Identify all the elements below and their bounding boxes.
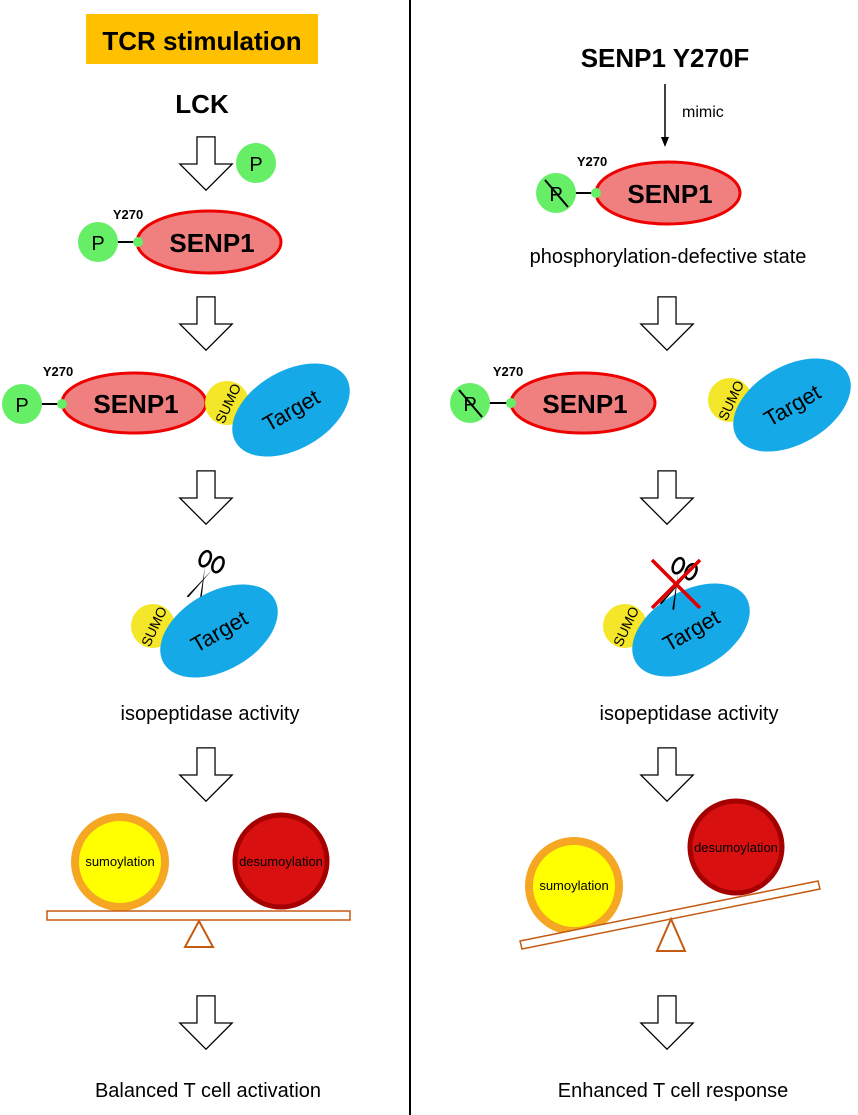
cross-out-icon	[650, 558, 702, 610]
y270-label: Y270	[113, 207, 143, 222]
y270-site	[57, 399, 67, 409]
free-phosphate-label: P	[249, 154, 262, 176]
right-outcome: Enhanced T cell response	[558, 1080, 789, 1102]
phosphate	[2, 384, 42, 424]
down-arrow-4-left	[179, 747, 233, 802]
desumoylation-label: desumoylation	[239, 854, 323, 869]
tcr-header: TCR stimulation	[102, 26, 301, 56]
down-arrow-4-right	[640, 995, 694, 1050]
seesaw-fulcrum	[183, 918, 215, 948]
cross-out-icon	[458, 389, 483, 418]
desumoylation-ring	[232, 812, 330, 910]
activity-label: isopeptidase activity	[121, 703, 300, 725]
y270-label: Y270	[43, 364, 73, 379]
seesaw-fulcrum	[655, 916, 687, 952]
tcr-header-box	[86, 14, 318, 64]
sumoylation-ball	[75, 817, 165, 907]
seesaw-beam	[46, 910, 351, 921]
down-arrow-3-right	[640, 747, 694, 802]
down-arrow-1-right	[640, 296, 694, 351]
target-protein	[232, 363, 350, 457]
target-protein	[160, 584, 278, 678]
y270-site	[591, 188, 601, 198]
mimic-label: mimic	[682, 104, 724, 121]
sumoylation-ball	[529, 841, 619, 931]
y270-site	[506, 398, 516, 408]
senp1-label: SENP1	[627, 179, 712, 209]
target-protein	[632, 583, 750, 677]
target-protein	[733, 358, 851, 452]
desumoylation-label: desumoylation	[694, 840, 778, 855]
activity-label: isopeptidase activity	[600, 703, 779, 725]
down-arrow-2-left	[179, 296, 233, 351]
down-arrow-5-left	[179, 995, 233, 1050]
senp1-label: SENP1	[93, 389, 178, 419]
phosphate-label: P	[91, 233, 104, 255]
desumoylation-ball	[690, 801, 782, 893]
desumoylation-ring	[687, 798, 785, 896]
senp1-label: SENP1	[542, 389, 627, 419]
desumoylation-ball	[235, 815, 327, 907]
sumoylation-label: sumoylation	[85, 854, 154, 869]
left-panel: TCR stimulation LCK P P Y270 SENP1 P Y27…	[2, 14, 351, 1102]
y270-site	[133, 237, 143, 247]
sumoylation-ring	[71, 813, 169, 911]
scissors-icon	[186, 549, 225, 604]
cross-out-icon	[544, 179, 569, 208]
down-arrow-3-left	[179, 470, 233, 525]
phosphate-label: P	[15, 395, 28, 417]
down-arrow-1-left	[179, 136, 233, 191]
seesaw-beam	[519, 880, 821, 950]
y270-label: Y270	[493, 364, 523, 379]
right-panel: SENP1 Y270F mimic P Y270 SENP1 phosphory…	[450, 43, 851, 1102]
phosphate	[78, 222, 118, 262]
sumoylation-label: sumoylation	[539, 878, 608, 893]
mutant-header: SENP1 Y270F	[581, 43, 750, 73]
mimic-arrowhead	[661, 137, 669, 147]
state-label: phosphorylation-defective state	[530, 246, 807, 268]
left-outcome: Balanced T cell activation	[95, 1080, 321, 1102]
y270-label: Y270	[577, 154, 607, 169]
senp1-label: SENP1	[169, 228, 254, 258]
free-phosphate	[236, 143, 276, 183]
down-arrow-2-right	[640, 470, 694, 525]
lck-label: LCK	[175, 89, 229, 119]
